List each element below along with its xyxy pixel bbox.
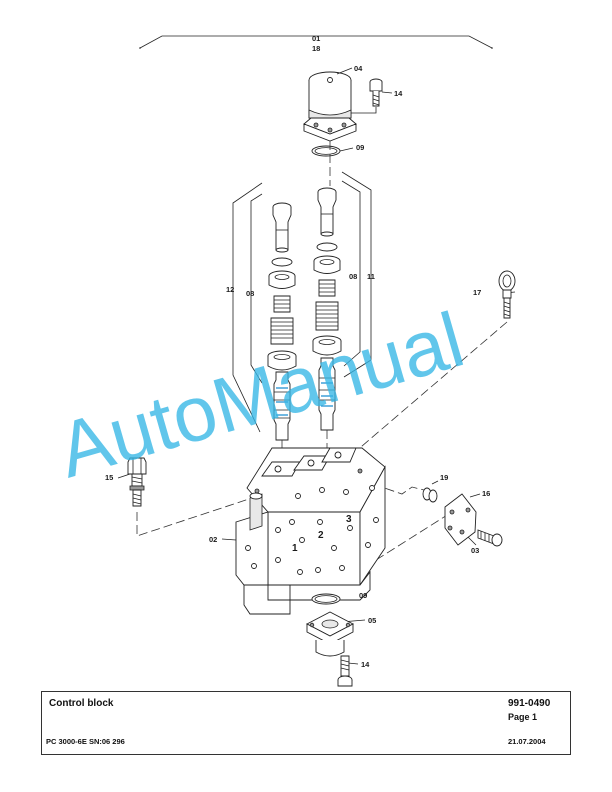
drawing-title: Control block: [49, 698, 114, 709]
drawing-date: 21.07.2004: [508, 737, 546, 746]
part-labels: 01 18 04 14 09 12 08 08 11 17 15 19 16 0…: [105, 34, 490, 669]
label-15: 15: [105, 473, 113, 482]
control-block-part-02: [235, 447, 386, 615]
label-05: 05: [368, 616, 376, 625]
assembly-bracket: [139, 35, 493, 49]
label-19: 19: [440, 473, 448, 482]
drawing-number: 991-0490: [508, 698, 551, 709]
o-ring-part-09-bottom: [311, 593, 341, 605]
screw-part-14-bottom: [337, 655, 353, 687]
title-block: Control block 991-0490 Page 1 PC 3000-6E…: [41, 691, 571, 755]
o-ring-part-09-top: [311, 145, 341, 157]
block-number-1: 1: [292, 543, 298, 554]
label-09-top: 09: [356, 143, 364, 152]
label-14-top: 14: [394, 89, 403, 98]
cover-plate-part-16: [444, 493, 477, 546]
spool-stack-left: [267, 202, 297, 441]
label-04: 04: [354, 64, 363, 73]
label-03: 03: [471, 546, 479, 555]
label-12: 12: [226, 285, 234, 294]
label-11: 11: [367, 272, 375, 281]
label-09-bottom: 09: [359, 591, 367, 600]
label-01: 01: [312, 34, 320, 43]
label-16: 16: [482, 489, 490, 498]
spool-bracket-right: [341, 171, 372, 378]
cartridge-part-15: [127, 457, 147, 507]
machine-model: PC 3000-6E SN:06 296: [46, 737, 125, 746]
spool-stack-right: [312, 187, 342, 431]
block-section-numbers: 1 2 3: [292, 514, 352, 554]
screw-part-14-top: [351, 78, 383, 114]
block-number-3: 3: [346, 514, 352, 525]
watermark: AutoManual: [48, 295, 472, 494]
label-08-right: 08: [349, 272, 357, 281]
label-18: 18: [312, 44, 320, 53]
spool-bracket-left: [232, 182, 263, 433]
solenoid-part-04: [303, 71, 357, 142]
block-number-2: 2: [318, 530, 324, 541]
flange-part-05: [306, 611, 354, 657]
page-number: Page 1: [508, 712, 538, 722]
label-17: 17: [473, 288, 481, 297]
screw-part-03: [477, 529, 503, 547]
label-08-left: 08: [246, 289, 254, 298]
ring-part-19: [422, 487, 438, 503]
label-14-bottom: 14: [361, 660, 370, 669]
eye-bolt-part-17: [498, 270, 516, 319]
label-02: 02: [209, 535, 217, 544]
